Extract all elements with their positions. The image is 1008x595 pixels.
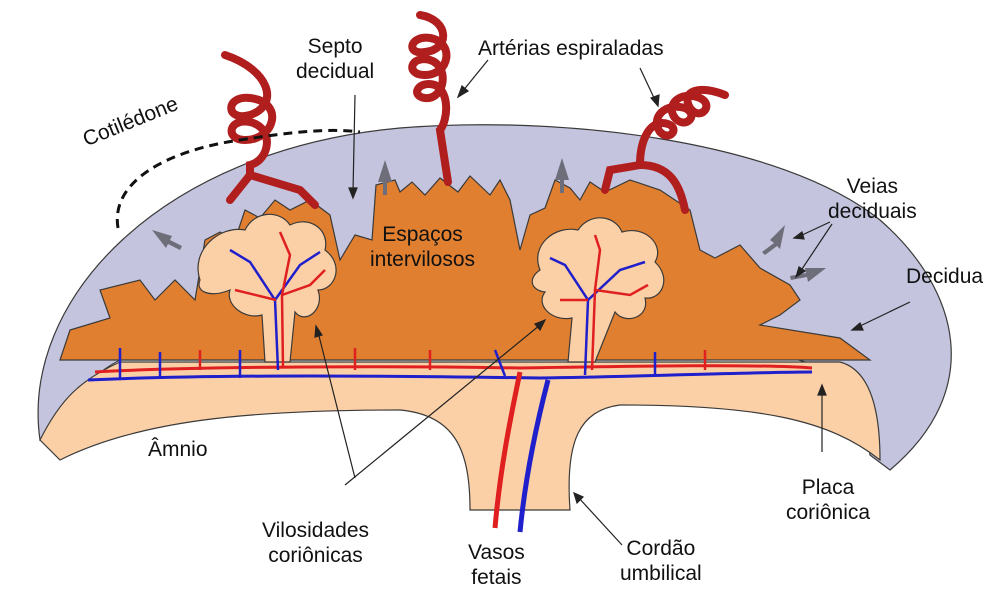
label-placa-corionica: Placa coriônica <box>786 475 870 525</box>
label-cordao-umbilical: Cordão umbilical <box>620 536 702 586</box>
label-amnio: Âmnio <box>148 437 208 462</box>
label-decidua: Decidua <box>906 264 983 289</box>
label-veias-deciduais: Veias deciduais <box>828 174 917 224</box>
label-vasos-line1: Vasos <box>468 540 525 565</box>
label-espacos-intervilosos: Espaços intervilosos <box>370 222 475 272</box>
label-vilosidades-line1: Vilosidades <box>262 518 369 543</box>
label-espacos-line1: Espaços <box>370 222 475 247</box>
label-veias-line2: deciduais <box>828 199 917 224</box>
label-cordao-line2: umbilical <box>620 561 702 586</box>
label-veias-line1: Veias <box>828 174 917 199</box>
label-septo-decidual: Septo decidual <box>296 34 374 84</box>
chorionic-plate <box>40 362 880 510</box>
label-vasos-fetais: Vasos fetais <box>468 540 525 590</box>
label-placa-line1: Placa <box>786 475 870 500</box>
label-septo-decidual-line1: Septo <box>296 34 374 59</box>
label-vilosidades-line2: coriônicas <box>262 543 369 568</box>
label-vilosidades-corionicas: Vilosidades coriônicas <box>262 518 369 568</box>
label-espacos-line2: intervilosos <box>370 247 475 272</box>
label-vasos-line2: fetais <box>468 565 525 590</box>
label-septo-decidual-line2: decidual <box>296 59 374 84</box>
label-cordao-line1: Cordão <box>620 536 702 561</box>
label-placa-line2: coriônica <box>786 500 870 525</box>
label-arterias-espiraladas: Artérias espiraladas <box>478 36 664 61</box>
